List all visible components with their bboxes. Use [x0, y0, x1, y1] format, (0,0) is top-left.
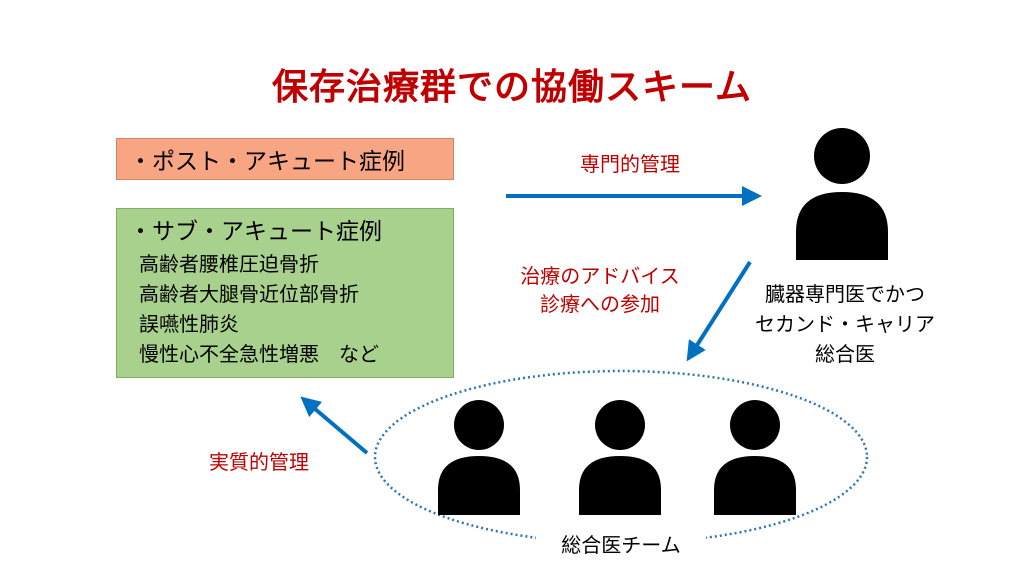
advice-label-line2: 診療への参加 [540, 292, 660, 316]
sub-acute-item-3: 誤嚥性肺炎 [139, 312, 239, 336]
sub-acute-item-4: 慢性心不全急性増悪 など [139, 342, 379, 366]
practical-management-label: 実質的管理 [209, 450, 309, 474]
specialist-title-line3: 総合医 [815, 342, 875, 366]
team-label-background [536, 528, 706, 562]
post-acute-box: ・ポスト・アキュート症例 [116, 138, 454, 180]
specialist-title-line2: セカンド・キャリア [755, 312, 935, 336]
person-silhouette-icon [438, 400, 520, 515]
post-acute-label: ・ポスト・アキュート症例 [129, 149, 405, 175]
person-silhouette-icon [579, 400, 661, 515]
sub-acute-item-2: 高齢者大腿骨近位部骨折 [139, 282, 359, 306]
team-label: 総合医チーム [561, 533, 681, 557]
page-title: 保存治療群での協働スキーム [272, 67, 752, 108]
person-silhouette-icon [714, 400, 796, 515]
arrow-icon [686, 260, 752, 362]
specialist-title-line1: 臓器専門医でかつ [765, 282, 925, 306]
arrow-icon [300, 396, 369, 455]
person-silhouette-icon [796, 128, 888, 260]
sub-acute-label: ・サブ・アキュート症例 [129, 219, 382, 245]
sub-acute-box: ・サブ・アキュート症例 高齢者腰椎圧迫骨折 高齢者大腿骨近位部骨折 誤嚥性肺炎 … [116, 208, 454, 378]
advice-label-line1: 治療のアドバイス [520, 264, 680, 288]
sub-acute-item-1: 高齢者腰椎圧迫骨折 [139, 252, 319, 276]
specialist-management-label: 専門的管理 [580, 152, 680, 176]
